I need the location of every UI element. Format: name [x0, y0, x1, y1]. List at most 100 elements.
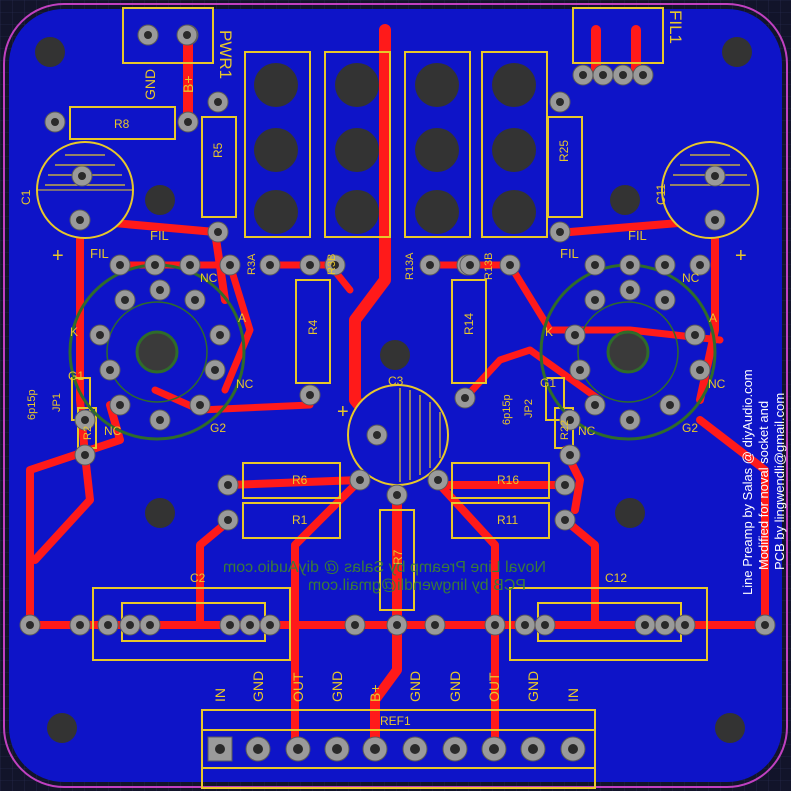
- label-r3a: R3A: [246, 253, 258, 275]
- pad-hole: [661, 621, 669, 629]
- label-r14: R14: [462, 313, 476, 335]
- pad-hole: [696, 261, 704, 269]
- label-gnd-pwr: GND: [142, 69, 158, 100]
- label-nc-r3: NC: [578, 424, 596, 438]
- label-c1: C1: [19, 189, 33, 205]
- pad-hole: [224, 481, 232, 489]
- pad-hole: [76, 216, 84, 224]
- pad-hole: [491, 621, 499, 629]
- credits: Line Preamp by Salas @ diyAudio.com Modi…: [740, 369, 787, 595]
- pad-hole: [641, 621, 649, 629]
- fil1-outline: [572, 7, 664, 64]
- pad-hole: [666, 401, 674, 409]
- connector-label: GND: [447, 671, 463, 702]
- label-bplus-pwr: B+: [180, 75, 196, 93]
- pad-hole: [566, 451, 574, 459]
- pad-hole: [696, 366, 704, 374]
- r7-outline: [379, 509, 415, 611]
- ref1-outline: [201, 709, 596, 789]
- pad-hole: [591, 296, 599, 304]
- label-r8: R8: [114, 117, 130, 131]
- r16-outline: [451, 462, 550, 499]
- label-nc-l1: NC: [200, 271, 218, 285]
- pad-hole: [266, 261, 274, 269]
- r3b-outline: [324, 51, 391, 238]
- r5-outline: [201, 116, 237, 218]
- pad-hole: [626, 261, 634, 269]
- pad-hole: [78, 172, 86, 180]
- electrolytic-caps: [36, 141, 759, 486]
- pad-hole: [681, 621, 689, 629]
- pad-hole: [393, 491, 401, 499]
- label-6p15p-l: 6p15p: [26, 389, 38, 420]
- label-r5: R5: [211, 142, 225, 158]
- connector-hole: [293, 744, 303, 754]
- pad-hole: [393, 621, 401, 629]
- r11-outline: [451, 502, 550, 539]
- mirror-line-1: Noval Line Preamp by Salas @ diyAudio.co…: [223, 559, 546, 576]
- pads: [19, 24, 776, 636]
- pad-hole: [661, 296, 669, 304]
- pad-hole: [306, 261, 314, 269]
- connector-label: GND: [250, 671, 266, 702]
- pad-hole: [156, 416, 164, 424]
- pad-hole: [183, 31, 191, 39]
- connector-hole: [410, 744, 420, 754]
- label-fil1: FIL1: [666, 10, 685, 44]
- pad-hole: [561, 481, 569, 489]
- pad-hole: [106, 366, 114, 374]
- r6-outline: [242, 462, 341, 499]
- connector-hole: [332, 744, 342, 754]
- label-r25: R25: [557, 140, 571, 162]
- pad-hole: [711, 216, 719, 224]
- label-r13b: R13B: [483, 252, 495, 280]
- label-fil-l2: FIL: [90, 246, 109, 261]
- pad-hole: [561, 516, 569, 524]
- pad-hole: [691, 331, 699, 339]
- pad-hole: [104, 621, 112, 629]
- pot-pads: [254, 63, 536, 234]
- pad-hole: [461, 394, 469, 402]
- connector-hole: [528, 744, 538, 754]
- label-r16: R16: [497, 473, 519, 487]
- pad-hole: [599, 71, 607, 79]
- pad-hole: [434, 476, 442, 484]
- connector-hole: [370, 744, 380, 754]
- pad-hole: [76, 621, 84, 629]
- pad-hole: [214, 98, 222, 106]
- label-a-l: A: [238, 311, 246, 325]
- left-socket-center: [135, 330, 179, 374]
- credit-line-2: Modified for noval socket and: [756, 401, 771, 570]
- connector-label: GND: [407, 671, 423, 702]
- pad-hole: [521, 621, 529, 629]
- label-r11: R11: [497, 513, 518, 527]
- pad-hole: [116, 261, 124, 269]
- pad-hole: [579, 71, 587, 79]
- connector-hole: [568, 744, 578, 754]
- pad-hole: [126, 621, 134, 629]
- pwr1-outline: [122, 7, 214, 64]
- label-plus-c3: +: [337, 401, 349, 423]
- label-plus-c11: +: [735, 245, 747, 267]
- label-nc-l2: NC: [236, 377, 254, 391]
- r13b-outline: [481, 51, 548, 238]
- label-k-l: K: [70, 325, 78, 339]
- label-k-r: K: [545, 325, 553, 339]
- pad-hole: [146, 621, 154, 629]
- label-c3: C3: [388, 374, 404, 388]
- label-r2: R2: [82, 426, 94, 440]
- pad-hole: [184, 118, 192, 126]
- label-r7: R7: [391, 549, 405, 565]
- c11-body: [661, 141, 759, 239]
- connector-label: IN: [565, 688, 581, 702]
- pad-hole: [26, 621, 34, 629]
- pad-hole: [571, 331, 579, 339]
- label-fil-r2: FIL: [560, 246, 579, 261]
- pad-hole: [626, 286, 634, 294]
- silk-labels: PWR1 FIL1 GND B+ R8 R5 R25 C1 C11 + + + …: [19, 10, 747, 728]
- pad-hole: [186, 261, 194, 269]
- pad-hole: [591, 261, 599, 269]
- pad-hole: [619, 71, 627, 79]
- connector-label: OUT: [290, 672, 306, 702]
- pad-hole: [306, 391, 314, 399]
